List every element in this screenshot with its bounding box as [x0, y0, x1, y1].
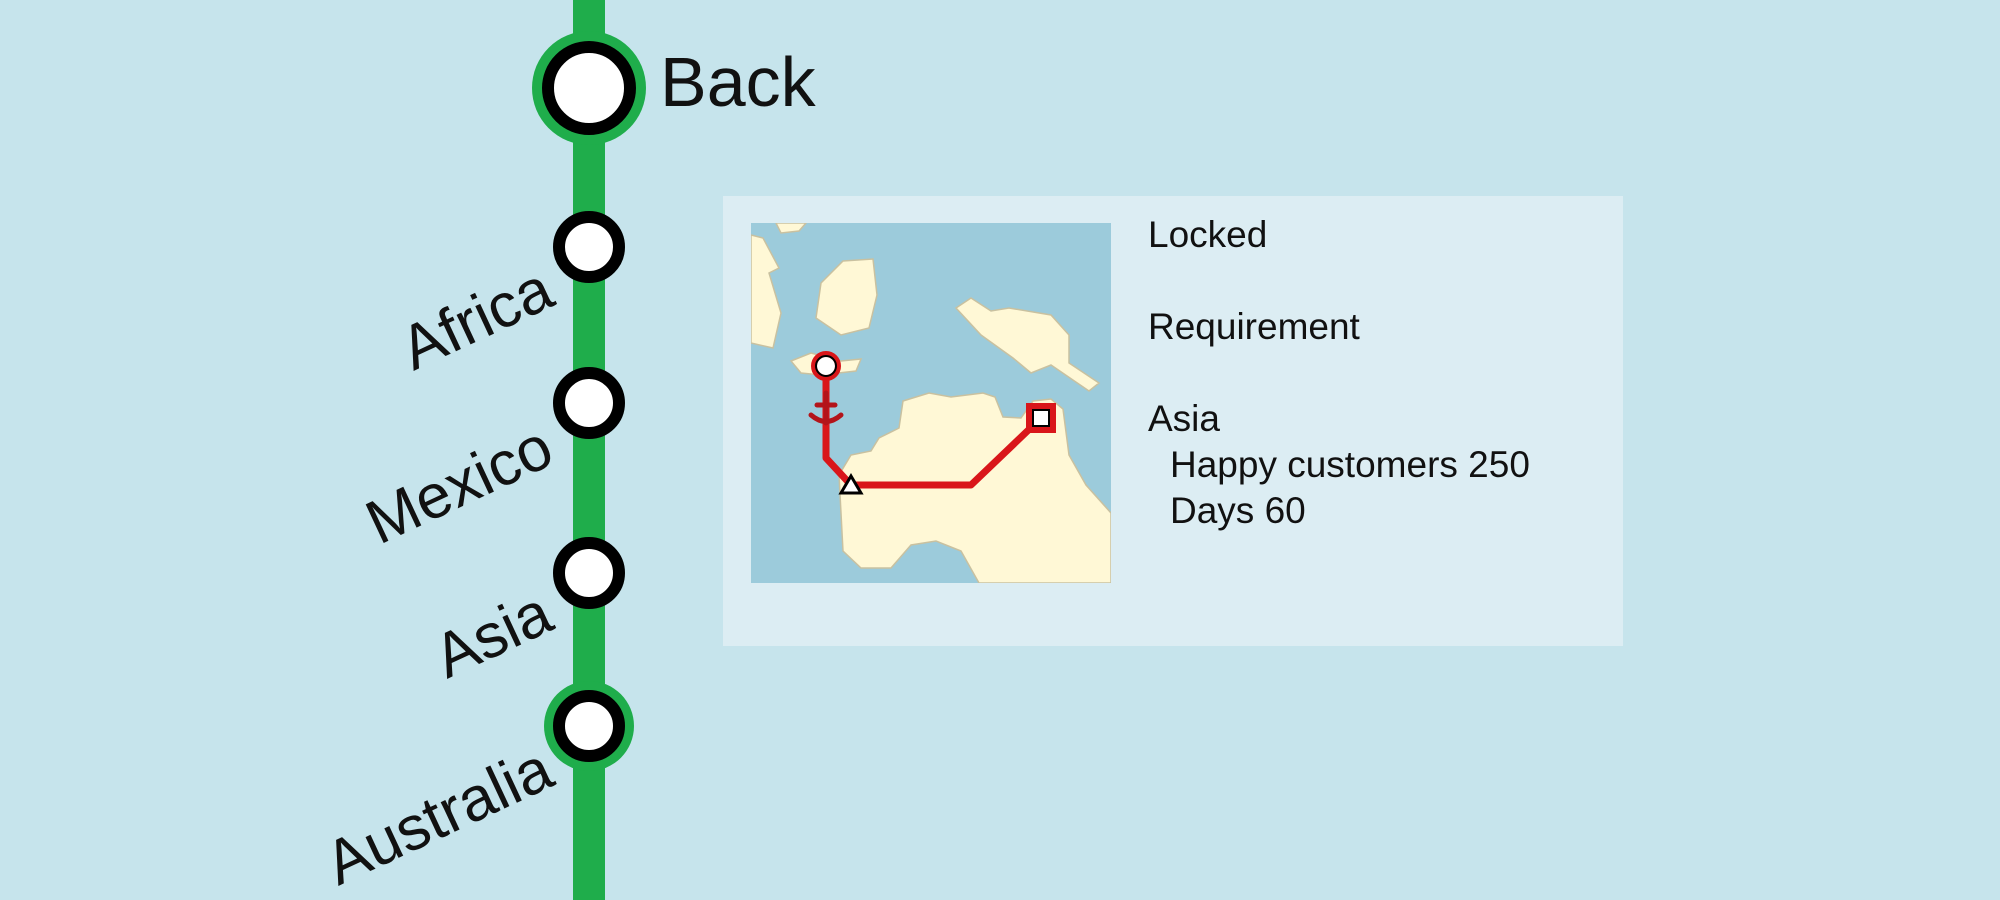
requirement-days: Days 60 [1148, 488, 1530, 534]
level-map-thumbnail [751, 223, 1111, 583]
station-label-australia[interactable]: Australia [314, 734, 563, 899]
requirement-heading: Requirement [1148, 306, 1360, 347]
back-label[interactable]: Back [660, 43, 816, 121]
station-mexico[interactable] [553, 367, 625, 439]
requirement-happy-customers: Happy customers 250 [1148, 442, 1530, 488]
requirement-region: Asia [1148, 398, 1220, 439]
back-station-button[interactable] [542, 41, 636, 135]
circle-station-icon [811, 351, 841, 381]
map-landmasses [751, 223, 1111, 583]
requirement-name: Happy customers [1170, 444, 1458, 485]
square-station-outline [1032, 409, 1050, 427]
requirement-value: 250 [1468, 444, 1530, 485]
level-info-panel: Locked Requirement Asia Happy customers … [723, 196, 1623, 646]
anchor-icon [808, 390, 844, 426]
requirement-name: Days [1170, 490, 1255, 531]
level-info-text: Locked Requirement Asia Happy customers … [1148, 212, 1530, 534]
map-land [815, 258, 878, 336]
station-australia[interactable] [553, 690, 625, 762]
requirement-value: 60 [1264, 490, 1306, 531]
station-africa[interactable] [553, 211, 625, 283]
station-label-asia[interactable]: Asia [424, 578, 563, 692]
map-land [775, 223, 807, 234]
station-label-africa[interactable]: Africa [389, 254, 563, 384]
map-land [838, 392, 1111, 583]
station-label-mexico[interactable]: Mexico [355, 412, 563, 558]
circle-station-outline [815, 355, 837, 377]
triangle-station-icon [838, 473, 864, 495]
level-status: Locked [1148, 214, 1268, 255]
map-land [751, 234, 782, 349]
map-land [954, 297, 1101, 392]
station-asia[interactable] [553, 537, 625, 609]
